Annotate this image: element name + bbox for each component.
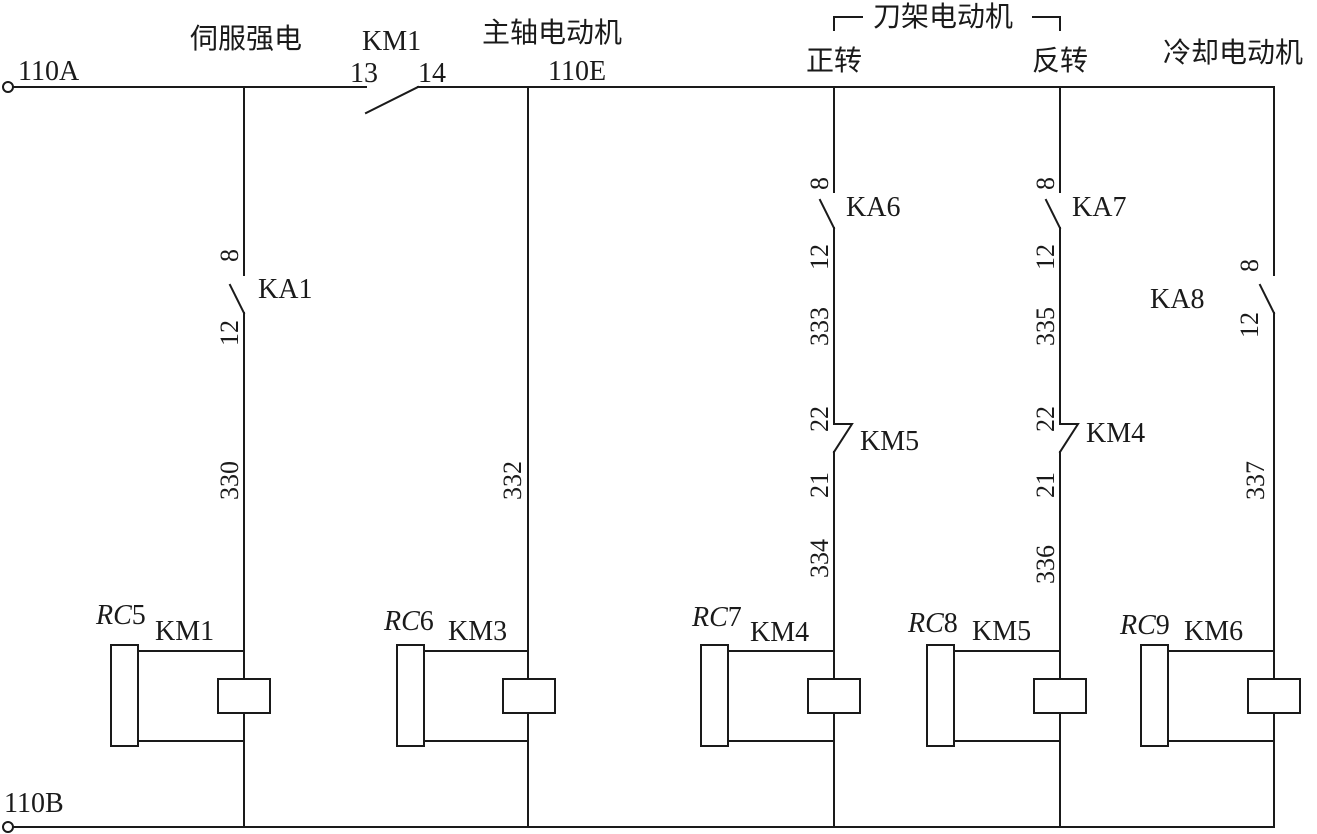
turret-bracket-left bbox=[833, 16, 863, 31]
coil-km1-label: KM1 bbox=[155, 616, 214, 647]
km5-interlock-label: KM5 bbox=[860, 426, 919, 457]
km1-contact-pin-a: 13 bbox=[350, 58, 378, 89]
bus-label-110b: 110B bbox=[4, 788, 64, 819]
km4-interlock-label: KM4 bbox=[1086, 418, 1145, 449]
ka6-pin-bottom: 12 bbox=[805, 244, 834, 270]
wire-number-332: 332 bbox=[498, 461, 527, 500]
wire-number-333: 333 bbox=[805, 307, 834, 346]
km5-interlock-pin-top: 22 bbox=[805, 406, 834, 432]
bus-label-110e: 110E bbox=[548, 56, 606, 87]
branch-spindle: 332 RC6 KM3 bbox=[383, 86, 556, 828]
ka8-pin-bottom: 12 bbox=[1235, 312, 1264, 338]
coil-km3 bbox=[502, 678, 556, 714]
rc7-label: RC7 bbox=[691, 602, 742, 633]
coil-km6-label: KM6 bbox=[1184, 616, 1243, 647]
km1-contact-blade bbox=[364, 85, 420, 115]
rc-snubber-8 bbox=[926, 644, 955, 747]
km5-interlock-pin-bottom: 21 bbox=[805, 472, 834, 498]
rc-snubber-5 bbox=[110, 644, 139, 747]
ka6-label: KA6 bbox=[846, 192, 900, 223]
ka7-pin-top: 8 bbox=[1031, 177, 1060, 190]
ka8-label: KA8 bbox=[1150, 284, 1204, 315]
wire-number-334: 334 bbox=[805, 539, 834, 578]
coil-km5-label: KM5 bbox=[972, 616, 1031, 647]
ka6-contact-blade bbox=[818, 198, 836, 230]
ka1-pin-top: 8 bbox=[215, 249, 244, 262]
km5-interlock-blade bbox=[832, 423, 854, 454]
rc9-label: RC9 bbox=[1119, 610, 1170, 641]
heading-coolant-motor: 冷却电动机 bbox=[1163, 36, 1303, 69]
ka7-pin-bottom: 12 bbox=[1031, 244, 1060, 270]
km4-interlock-blade bbox=[1058, 423, 1080, 454]
wire-number-335: 335 bbox=[1031, 307, 1060, 346]
heading-servo-power: 伺服强电 bbox=[190, 22, 302, 55]
heading-forward: 正转 bbox=[806, 44, 862, 77]
terminal-110b bbox=[2, 821, 14, 833]
branch-turret-reverse: KA7 8 12 335 22 KM4 21 336 RC8 KM5 bbox=[907, 86, 1145, 828]
branch-coolant: KA8 8 12 337 RC9 KM6 bbox=[1119, 86, 1301, 828]
coil-km4 bbox=[807, 678, 861, 714]
branch-servo-power: KA1 8 12 330 RC5 KM1 bbox=[95, 86, 312, 828]
heading-reverse: 反转 bbox=[1032, 44, 1088, 77]
rc5-label: RC5 bbox=[95, 600, 146, 631]
coil-km5 bbox=[1033, 678, 1087, 714]
km1-contact-label: KM1 bbox=[362, 26, 421, 57]
heading-turret-motor: 刀架电动机 bbox=[873, 0, 1013, 33]
coil-km4-label: KM4 bbox=[750, 617, 809, 648]
branch-turret-forward: KA6 8 12 333 22 KM5 21 334 RC7 KM4 bbox=[691, 86, 919, 828]
ka1-label: KA1 bbox=[258, 274, 312, 305]
terminal-110a bbox=[2, 81, 14, 93]
km1-contact-pin-b: 14 bbox=[418, 58, 446, 89]
km4-interlock-pin-bottom: 21 bbox=[1031, 472, 1060, 498]
coil-km3-label: KM3 bbox=[448, 616, 507, 647]
ka1-contact-blade bbox=[228, 283, 246, 315]
ka8-pin-top: 8 bbox=[1235, 259, 1264, 272]
rc-snubber-6 bbox=[396, 644, 425, 747]
coil-km6 bbox=[1247, 678, 1301, 714]
ka7-label: KA7 bbox=[1072, 192, 1126, 223]
ka8-contact-blade bbox=[1258, 283, 1276, 315]
bus-label-110a: 110A bbox=[18, 56, 80, 87]
rc-snubber-9 bbox=[1140, 644, 1169, 747]
turret-bracket-right bbox=[1032, 16, 1061, 31]
wire-number-330: 330 bbox=[215, 461, 244, 500]
wire-number-336: 336 bbox=[1031, 545, 1060, 584]
rc8-label: RC8 bbox=[907, 608, 958, 639]
coil-km1 bbox=[217, 678, 271, 714]
wire-number-337: 337 bbox=[1241, 461, 1270, 500]
rc6-label: RC6 bbox=[383, 606, 434, 637]
km4-interlock-pin-top: 22 bbox=[1031, 406, 1060, 432]
rc-snubber-7 bbox=[700, 644, 729, 747]
ka6-pin-top: 8 bbox=[805, 177, 834, 190]
ka1-pin-bottom: 12 bbox=[215, 320, 244, 346]
ka7-contact-blade bbox=[1044, 198, 1062, 230]
heading-spindle-motor: 主轴电动机 bbox=[482, 16, 622, 49]
